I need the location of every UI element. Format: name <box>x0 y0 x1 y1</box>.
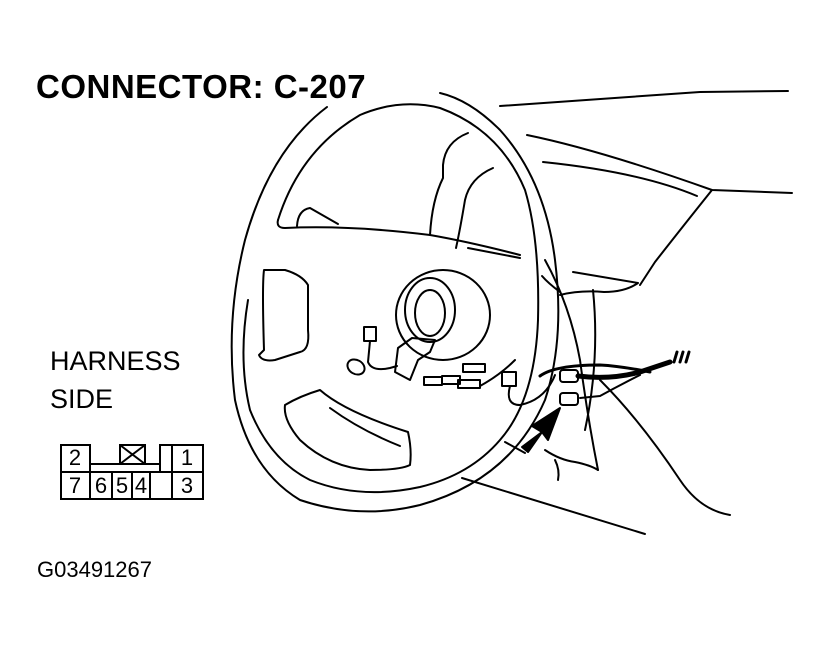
pin-6: 6 <box>94 473 108 498</box>
pin-4: 4 <box>134 473 148 498</box>
pin-2: 2 <box>68 445 82 470</box>
steering-column <box>461 259 731 535</box>
harness-side-label: HARNESS SIDE <box>50 342 181 418</box>
x-box-icon <box>119 444 146 465</box>
steering-wheel-spokes <box>258 132 521 471</box>
dashboard-outline <box>499 90 793 296</box>
steering-wheel-rim <box>230 92 560 513</box>
pin-7: 7 <box>68 473 82 498</box>
connector-pinout-diagram: 2 1 7 6 5 4 3 <box>60 444 205 500</box>
arrow-icon <box>521 407 561 453</box>
figure-id: G03491267 <box>37 557 152 582</box>
pin-5: 5 <box>115 473 129 498</box>
harness-label-line1: HARNESS <box>50 346 181 376</box>
connector-title: CONNECTOR: C-207 <box>36 68 367 105</box>
harness-label-line2: SIDE <box>50 384 114 414</box>
pin-1: 1 <box>180 445 194 470</box>
wiring-harness <box>346 326 691 406</box>
pin-3: 3 <box>180 473 194 498</box>
clockspring <box>394 269 491 381</box>
